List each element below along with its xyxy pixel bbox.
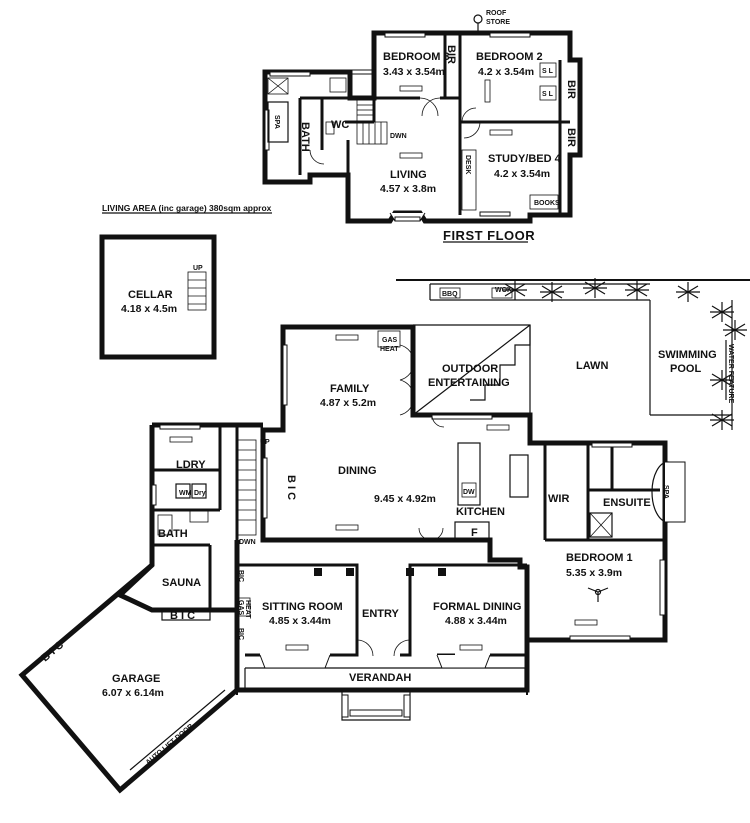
family-dims: 4.87 x 5.2m <box>320 397 376 409</box>
ensuite-name: ENSUITE <box>603 497 651 509</box>
bbq-label: BBQ <box>442 291 458 298</box>
cellar-dims: 4.18 x 4.5m <box>121 303 177 315</box>
ensuite-spa-label: SPA <box>662 485 669 499</box>
desk-label: DESK <box>464 155 471 174</box>
verandah-name: VERANDAH <box>349 672 411 684</box>
water-feature-label: WATER FEATURE <box>727 344 734 404</box>
sitting-name: SITTING ROOM <box>262 601 343 613</box>
pool-name-2: POOL <box>670 363 701 375</box>
garage-name: GARAGE <box>112 673 160 685</box>
roof-store-label: ROOF <box>486 10 507 17</box>
bir-label-study: BIR <box>565 128 577 147</box>
books-label: BOOKS <box>534 200 560 207</box>
study-name: STUDY/BED 4 <box>488 153 562 165</box>
bedroom2-dims: 4.2 x 3.54m <box>478 66 534 78</box>
bedroom1-name: BEDROOM 1 <box>566 552 633 564</box>
upper-bath-label: BATH <box>299 122 311 152</box>
first-floor-stair <box>356 99 388 145</box>
sitting-bic-label-2: BIC <box>237 628 244 640</box>
fridge-label: F <box>471 527 478 539</box>
living-area-note: LIVING AREA (inc garage) 380sqm approx <box>102 203 272 213</box>
sauna-name: SAUNA <box>162 577 201 589</box>
ceiling-fan-icon <box>587 587 609 602</box>
ground-bath-name: BATH <box>158 528 188 540</box>
formal-name: FORMAL DINING <box>433 601 521 613</box>
laundry-name: LDRY <box>176 459 206 471</box>
cellar: UP CELLAR 4.18 x 4.5m <box>99 234 217 360</box>
sl-label-1: S L <box>542 68 554 75</box>
sitting-gas-label: GAS <box>237 600 244 616</box>
first-floor: ROOF STORE BEDROOM 3 3.43 x 3.54m BEDROO… <box>262 10 583 224</box>
radiator-icons <box>399 79 513 159</box>
wir-name: WIR <box>548 493 569 505</box>
sitting-bic-label-1: BIC <box>237 570 244 582</box>
sitting-dims: 4.85 x 3.44m <box>269 615 331 627</box>
sitting-heat-label: HEAT <box>244 600 251 619</box>
ground-floor <box>18 324 686 794</box>
palm-tree-icons <box>503 278 747 430</box>
wc-label: WC <box>331 119 349 131</box>
roof-store-hatch-icon <box>473 14 483 24</box>
roof-store-label-2: STORE <box>486 19 510 26</box>
entry-name: ENTRY <box>362 608 400 620</box>
sauna-bic-label: B I C <box>170 610 195 622</box>
first-floor-title: FIRST FLOOR <box>443 228 535 243</box>
spa-bath-icon <box>267 101 289 143</box>
dining-dims: 9.45 x 4.92m <box>374 493 436 505</box>
upper-spa-label: SPA <box>273 115 280 129</box>
bedroom3-dims: 3.43 x 3.54m <box>383 66 445 78</box>
dining-bic-label: B I C <box>285 475 297 500</box>
sl-label-2: S L <box>542 91 554 98</box>
lawn-label: LAWN <box>576 360 608 372</box>
outdoor-name: OUTDOOR <box>442 363 498 375</box>
study-dims: 4.2 x 3.54m <box>494 168 550 180</box>
garage-dims: 6.07 x 6.14m <box>102 687 164 699</box>
bedroom1-dims: 5.35 x 3.9m <box>566 567 622 579</box>
cellar-up-label: UP <box>193 265 203 272</box>
living-name: LIVING <box>390 169 427 181</box>
dining-name: DINING <box>338 465 377 477</box>
bedroom2-name: BEDROOM 2 <box>476 51 543 63</box>
pool-name: SWIMMING <box>658 349 717 361</box>
first-floor-dwn-label: DWN <box>390 133 407 140</box>
family-name: FAMILY <box>330 383 370 395</box>
family-gas-label: GAS <box>382 337 398 344</box>
dryer-label: Dry <box>194 490 206 497</box>
family-heat-label: HEAT <box>380 346 399 353</box>
kitchen-name: KITCHEN <box>456 506 505 518</box>
bir-label-bed3: BIR <box>445 45 457 64</box>
cellar-name: CELLAR <box>128 289 173 301</box>
wok-label: WOK <box>495 287 512 294</box>
ground-floor-stair <box>237 439 257 536</box>
bedroom3-name: BEDROOM 3 <box>383 51 450 63</box>
auto-lift-door-label: AUTO LIFT DOOR <box>145 723 195 767</box>
wm-label: WM <box>179 490 192 497</box>
outdoor-area: BBQ WOK WATER FEATURE LAWN SWIMMING POOL… <box>396 278 750 430</box>
ground-up-label: UP <box>260 439 270 446</box>
outdoor-name-2: ENTERTAINING <box>428 377 510 389</box>
dw-label: DW <box>463 489 475 496</box>
ground-dwn-label: DWN <box>239 539 256 546</box>
bir-label-bed2: BIR <box>565 80 577 99</box>
formal-dims: 4.88 x 3.44m <box>445 615 507 627</box>
living-dims: 4.57 x 3.8m <box>380 183 436 195</box>
wc-icon <box>325 121 335 135</box>
